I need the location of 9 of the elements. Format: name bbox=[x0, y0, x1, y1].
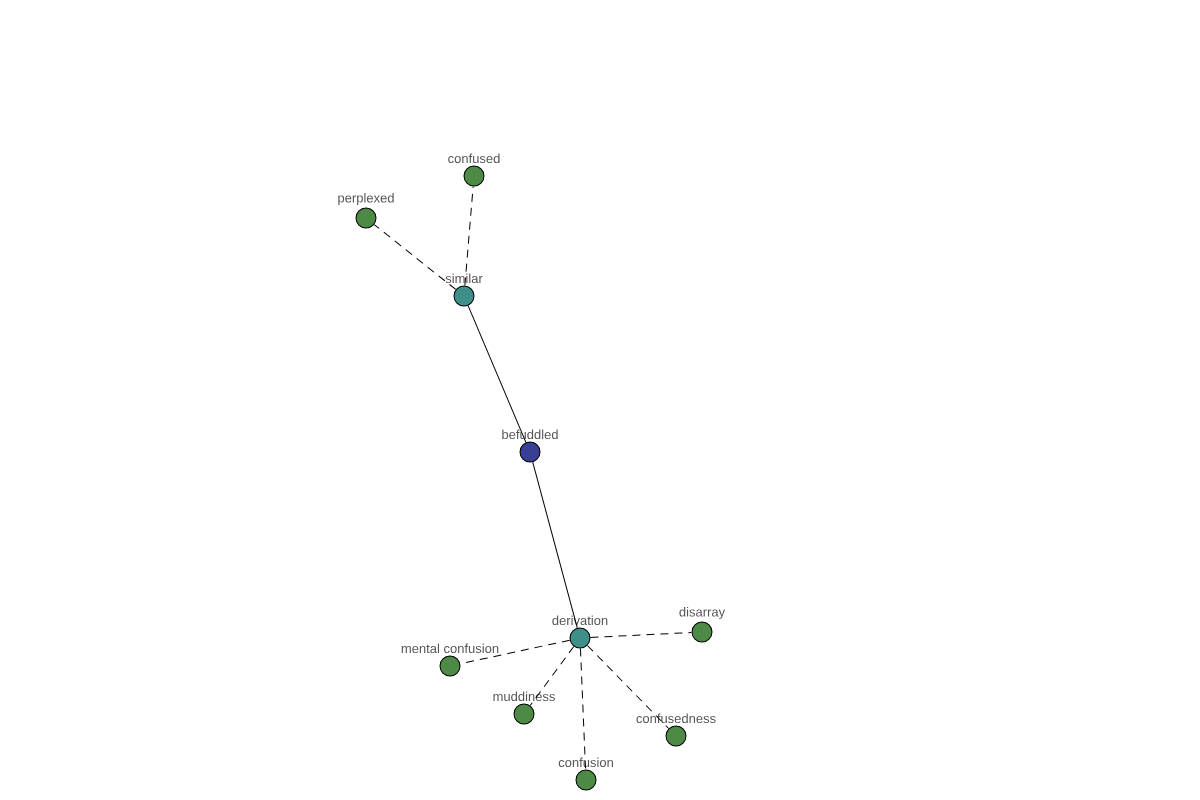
connector-line bbox=[467, 305, 527, 443]
dashed-line bbox=[373, 224, 457, 290]
dashed-line bbox=[579, 648, 587, 770]
dashed-line bbox=[464, 185, 474, 287]
dashed-line bbox=[459, 639, 571, 665]
dashed-line bbox=[590, 632, 692, 638]
connector-line bbox=[532, 461, 578, 629]
dashed-line bbox=[529, 645, 575, 707]
dashed-line bbox=[586, 645, 670, 729]
